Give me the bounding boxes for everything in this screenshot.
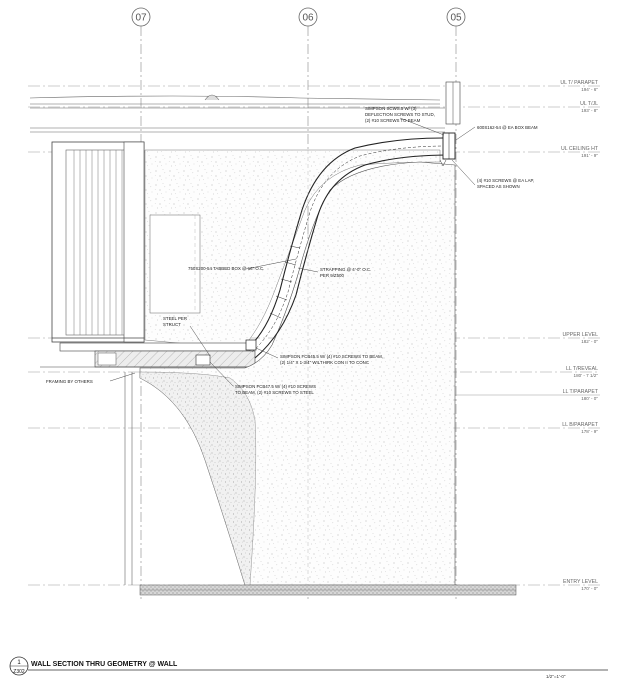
detail-title: WALL SECTION THRU GEOMETRY @ WALL xyxy=(31,661,178,668)
interior-panel xyxy=(149,214,201,314)
note-simpson-scws-2: DEFLECTION SCREWS TO STUD, xyxy=(365,112,435,117)
note-tabbed-box: 750S200-54 TABBED BOX @ 16" O.C. xyxy=(188,266,264,271)
detail-number: 1 xyxy=(17,660,21,666)
title-block: 1 Z302 WALL SECTION THRU GEOMETRY @ WALL… xyxy=(9,656,608,679)
hidden-lines xyxy=(194,150,309,585)
note-box-beam: 600S162-54 @ EA BOX BEAM xyxy=(477,125,538,130)
level-elev-ll-tparapet: 180' - 0" xyxy=(581,396,598,401)
note-simpson-scws-1: SIMPSON SCWS.5 W/ (3) xyxy=(365,106,417,111)
window-frame xyxy=(51,141,145,343)
level-name-entry: ENTRY LEVEL xyxy=(563,579,598,585)
level-elev-ul-parapet: 194' - 6" xyxy=(581,87,598,92)
level-elev-upper: 182' - 0" xyxy=(581,339,598,344)
soffit-shading xyxy=(139,371,257,586)
note-simpson-fcb45-2: (2) 1/4" X 1-3/4" WILTHIRK CON II TO CON… xyxy=(280,360,369,365)
lower-framing xyxy=(124,372,133,585)
level-name-ll-bparapet: LL B/PARAPET xyxy=(562,422,599,428)
note-strapping-1: STRAPPING @ 4'-0" O.C. xyxy=(320,267,371,272)
level-name-upper: UPPER LEVEL xyxy=(563,332,599,338)
floor-slab xyxy=(40,342,256,368)
level-elev-entry: 170' - 0" xyxy=(581,586,598,591)
grid-label-07: 07 xyxy=(135,13,147,24)
connector-upper xyxy=(245,339,257,351)
grid-bubble-06 xyxy=(298,7,318,27)
note-screws-lap-1: (4) #10 SCREWS @ EA LAP, xyxy=(477,178,534,183)
annotations: SIMPSON SCWS.5 W/ (3) DEFLECTION SCREWS … xyxy=(46,106,538,395)
note-screws-lap-2: SPACED AS SHOWN xyxy=(477,184,520,189)
note-steel-struct-1: STEEL PER xyxy=(163,316,187,321)
level-name-ll-tparapet: LL T/PARAPET xyxy=(563,389,599,395)
leader-lines xyxy=(109,117,476,387)
upper-roof xyxy=(29,81,461,133)
box-beam xyxy=(439,132,456,167)
grid-label-06: 06 xyxy=(302,13,314,24)
note-simpson-fcb45-1: SIMPSON FCB45.5 W/ (4) #10 SCREWS TO BEA… xyxy=(280,354,383,359)
note-simpson-scws-3: (2) #10 SCREWS TO BEAM xyxy=(365,118,421,123)
grid-bubbles: 07 06 05 xyxy=(131,7,466,27)
level-name-ll-reveal: LL T/REVEAL xyxy=(566,366,598,372)
note-framing-by-others: FRAMING BY OTHERS xyxy=(46,379,93,384)
curved-framing xyxy=(247,137,451,359)
note-steel-struct-2: STRUCT xyxy=(163,322,181,327)
level-elev-ll-reveal: 180' - 7 1/2" xyxy=(574,373,599,378)
note-simpson-fcb47-2: TO BEAM, (2) #10 SCREWS TO STEEL xyxy=(235,390,314,395)
level-elev-ul-ceiling: 191' - 9" xyxy=(581,153,598,158)
detail-sheet: Z302 xyxy=(13,669,25,675)
grid-label-05: 05 xyxy=(450,13,462,24)
grid-bubble-05 xyxy=(446,7,466,27)
curved-framing-studs xyxy=(269,245,301,319)
level-name-ul-tjl: UL T/JL xyxy=(580,101,598,107)
level-elev-ul-tjl: 193' - 8" xyxy=(581,108,598,113)
level-name-ul-ceiling: UL CEILING HT xyxy=(561,146,599,152)
grid-bubble-07 xyxy=(131,7,151,27)
note-strapping-2: PER 9/Z500 xyxy=(320,273,344,278)
upper-wall-panel xyxy=(144,149,441,346)
level-name-ul-parapet: UL T/ PARAPET xyxy=(560,80,598,86)
level-labels: UL T/ PARAPET 194' - 6" UL T/JL 193' - 8… xyxy=(560,80,599,591)
detail-scale: 1/2"=1'-0" xyxy=(546,674,566,679)
level-elev-ll-bparapet: 178' - 9" xyxy=(581,429,598,434)
note-simpson-fcb47-1: SIMPSON FCB47.5 W/ (4) #10 SCREWS xyxy=(235,384,316,389)
